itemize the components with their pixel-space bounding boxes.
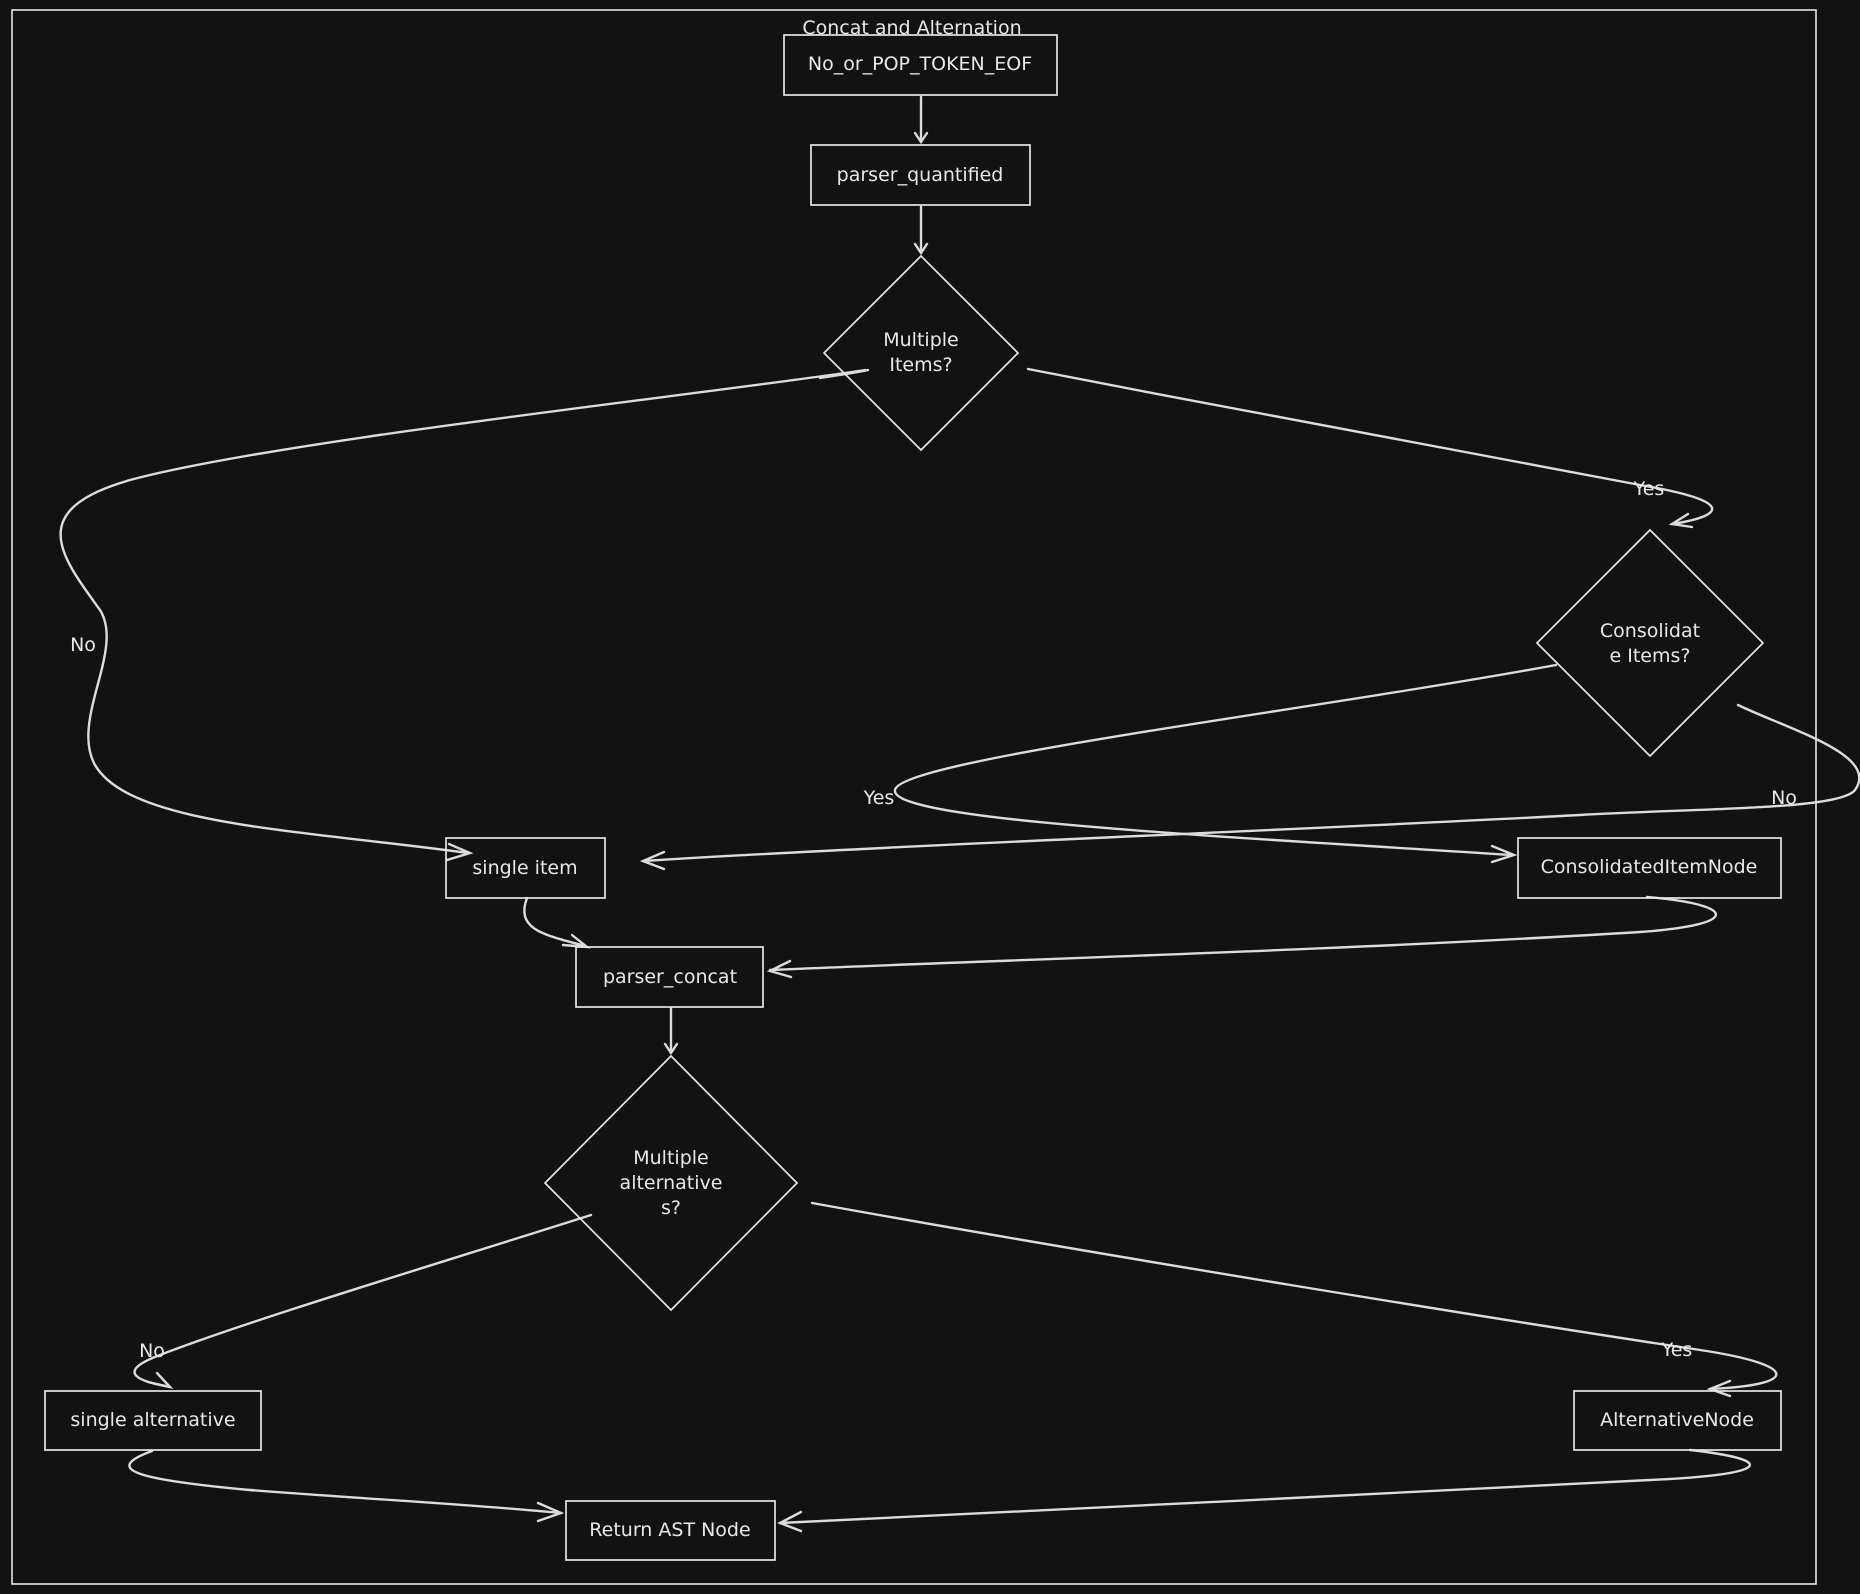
node-alternative-node[interactable]: AlternativeNode <box>1573 1390 1782 1451</box>
edge-alternatives-no[interactable] <box>133 1213 593 1390</box>
node-parser-concat[interactable]: parser_concat <box>575 946 764 1008</box>
node-parser-quantified[interactable]: parser_quantified <box>810 144 1031 206</box>
node-alternative-node-label: AlternativeNode <box>1600 1409 1754 1431</box>
edge-alternatives-yes[interactable] <box>810 1201 1778 1398</box>
node-consolidated-item-node-label: ConsolidatedItemNode <box>1541 856 1758 878</box>
edge-label-multiple-items-no: No <box>70 634 96 656</box>
node-single-item[interactable]: single item <box>445 837 606 899</box>
node-multiple-items-line1: Multiple <box>883 329 958 351</box>
edge-multiple-items-yes[interactable] <box>1026 367 1714 529</box>
node-return-ast-node-label: Return AST Node <box>589 1519 750 1541</box>
node-no-or-pop-token-eof-label: No_or_POP_TOKEN_EOF <box>808 53 1032 75</box>
node-multiple-alternatives-line1: Multiple <box>633 1147 708 1169</box>
edge-label-alternatives-no: No <box>139 1340 165 1362</box>
node-parser-concat-label: parser_concat <box>603 966 737 988</box>
node-multiple-alternatives-line3: s? <box>661 1197 681 1219</box>
edge-label-consolidate-no: No <box>1771 787 1797 809</box>
node-return-ast-node[interactable]: Return AST Node <box>565 1500 776 1561</box>
nodes: No_or_POP_TOKEN_EOF parser_quantified Mu… <box>44 34 1782 1561</box>
node-consolidated-item-node[interactable]: ConsolidatedItemNode <box>1517 837 1782 899</box>
edge-consolidate-yes[interactable] <box>893 663 1558 864</box>
edge-single-alt-to-return[interactable] <box>128 1449 565 1523</box>
node-single-alternative[interactable]: single alternative <box>44 1390 262 1451</box>
edge-single-item-to-concat[interactable] <box>523 896 591 949</box>
node-multiple-alternatives-decision[interactable]: Multiple alternative s? <box>543 1054 799 1312</box>
node-single-item-label: single item <box>472 857 577 879</box>
edge-label-multiple-items-yes: Yes <box>1633 478 1665 500</box>
node-consolidate-items-decision[interactable]: Consolidat e Items? <box>1535 528 1765 758</box>
edges <box>59 95 1860 1533</box>
edge-concat-to-multiple-alternatives[interactable] <box>663 1006 679 1056</box>
node-multiple-items-line2: Items? <box>889 354 952 376</box>
edge-consolidate-no[interactable] <box>639 703 1860 871</box>
edge-consolidated-to-concat[interactable] <box>766 895 1717 979</box>
node-consolidate-items-line1: Consolidat <box>1600 620 1700 642</box>
edge-quantified-to-multiple-items[interactable] <box>913 205 929 256</box>
node-single-alternative-label: single alternative <box>70 1409 235 1431</box>
node-consolidate-items-line2: e Items? <box>1610 645 1691 667</box>
node-multiple-items-decision[interactable]: Multiple Items? <box>822 254 1020 452</box>
node-parser-quantified-label: parser_quantified <box>837 164 1004 186</box>
frame-title: Concat and Alternation <box>802 17 1021 39</box>
node-no-or-pop-token-eof[interactable]: No_or_POP_TOKEN_EOF <box>783 34 1058 96</box>
edge-pop-to-quantified[interactable] <box>913 95 929 145</box>
edge-alternative-node-to-return[interactable] <box>777 1448 1752 1533</box>
node-multiple-alternatives-line2: alternative <box>620 1172 723 1194</box>
edge-multiple-items-no[interactable] <box>59 368 870 862</box>
edge-labels: No Yes Yes No No Yes <box>70 478 1797 1362</box>
edge-label-consolidate-yes: Yes <box>863 787 895 809</box>
frame-border <box>11 9 1817 1585</box>
edge-label-alternatives-yes: Yes <box>1661 1339 1693 1361</box>
